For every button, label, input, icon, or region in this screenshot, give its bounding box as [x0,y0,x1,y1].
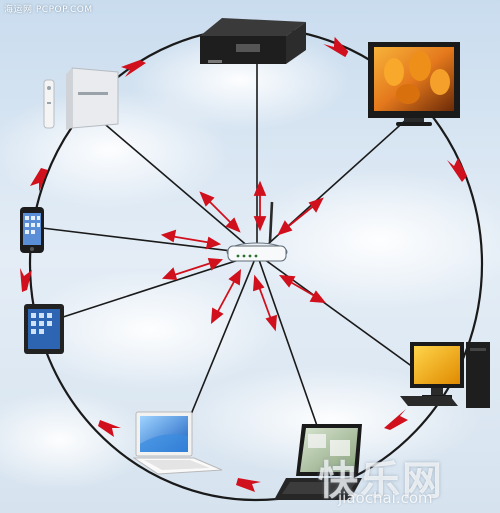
watermark-logo-text: 快乐网 [318,458,444,504]
source-caption: 海运网 PCPOP.COM [4,5,93,15]
flow-arrow-tablet [161,257,224,281]
link-console [99,119,258,255]
ring-arrow [323,36,349,58]
flow-arrow-macbook [210,269,242,324]
spoke-links [41,48,429,447]
tablet-icon [24,304,64,354]
smartphone-icon [20,207,44,253]
flow-arrow-smartphone [160,229,222,250]
tv-icon [368,42,460,126]
flow-arrow-desktop [279,274,326,304]
link-laptop [256,253,323,441]
media-player-icon [200,18,306,64]
ring-direction-arrows [20,36,467,492]
white-laptop-icon [132,411,223,475]
ring-arrow [30,168,48,192]
wireless-router [226,201,288,262]
ring-arrow [98,420,121,437]
clouds [0,30,500,490]
ring-arrow [236,478,261,492]
data-flow-arrows [160,180,326,332]
link-tablet [59,253,258,319]
flow-arrow-console [199,191,241,233]
laptop-icon [274,424,362,500]
ring-arrow [384,409,408,430]
watermark-url: jiaochai.com [338,489,433,507]
ring-arrow [447,158,467,182]
flow-arrow-media [253,180,267,232]
link-smartphone [41,227,258,255]
link-desktop [256,253,429,379]
desktop-computer-icon [400,342,490,408]
flow-arrow-tv [277,197,324,236]
flow-arrow-laptop [252,274,278,332]
ring-arrow [121,60,146,77]
ring-arrow [20,268,32,292]
game-console-icon [43,67,119,130]
